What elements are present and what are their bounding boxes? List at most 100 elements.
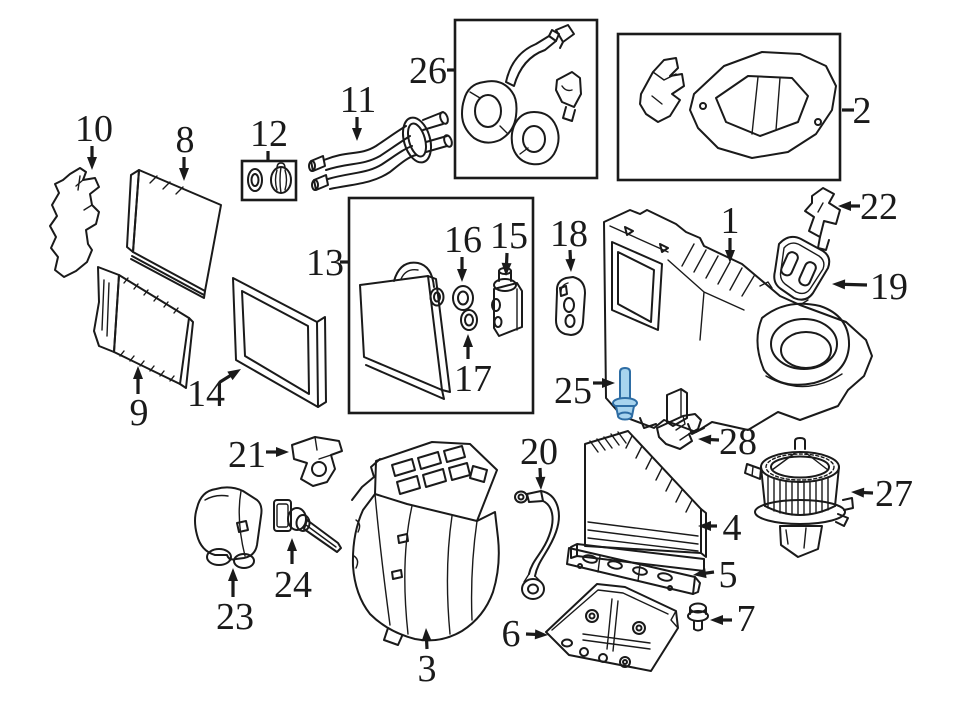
callout-7: 7 — [710, 598, 756, 640]
callout-9-arrowhead — [133, 366, 143, 379]
callout-14-arrowhead — [227, 369, 241, 381]
callout-1-arrowhead — [725, 250, 735, 263]
callout-20-arrowhead — [535, 476, 546, 490]
part-22-clip — [804, 187, 841, 251]
callout-2-label: 2 — [853, 90, 872, 132]
callout-15-arrowhead — [501, 262, 512, 276]
callout-8-arrowhead — [179, 168, 189, 181]
callout-27-arrowhead — [851, 487, 865, 498]
callout-28-arrowhead — [698, 434, 712, 445]
callout-21-label: 21 — [228, 434, 266, 476]
part-5-support-rail — [566, 547, 701, 595]
callout-16-arrowhead — [457, 269, 467, 282]
part-17-o-ring — [460, 309, 478, 331]
callout-10-arrowhead — [87, 157, 97, 170]
part-8-heater-core — [126, 169, 222, 299]
part-11-hose-assembly — [308, 111, 453, 191]
callout-5-arrowhead — [693, 568, 707, 579]
part-14-frame — [232, 277, 327, 408]
callout-10: 10 — [75, 108, 113, 170]
part-1-hvac-housing — [603, 209, 873, 435]
part-6-mounting-tray — [545, 583, 679, 672]
callout-12: 12 — [250, 113, 288, 161]
callout-19-leader — [841, 282, 868, 287]
callout-3: 3 — [418, 628, 437, 690]
callout-3-label: 3 — [418, 648, 437, 690]
callout-16: 16 — [444, 219, 482, 282]
callout-20: 20 — [520, 431, 558, 490]
callout-24-arrowhead — [287, 538, 297, 551]
callout-18-label: 18 — [550, 213, 588, 255]
callout-8: 8 — [176, 119, 195, 181]
callout-15-label: 15 — [490, 215, 528, 257]
callout-23: 23 — [216, 568, 254, 638]
callout-4-arrowhead — [698, 521, 711, 531]
callout-24-label: 24 — [274, 564, 312, 606]
callout-6: 6 — [502, 613, 548, 655]
callout-19: 19 — [832, 266, 908, 308]
callout-27-label: 27 — [875, 473, 913, 515]
part-23-actuator — [194, 486, 263, 569]
callout-25-label: 25 — [554, 370, 592, 412]
callout-18: 18 — [550, 213, 588, 272]
part-20-drain-hose — [514, 490, 560, 600]
part-2-cover-kit — [616, 32, 842, 182]
callout-2: 2 — [842, 90, 872, 132]
callout-27: 27 — [851, 473, 913, 515]
callout-26-label: 26 — [409, 50, 447, 92]
part-19-gasket — [773, 235, 831, 301]
callout-13-label: 13 — [306, 242, 344, 284]
callout-21: 21 — [228, 434, 289, 476]
evaporator-core — [359, 261, 451, 400]
part-28-retainer — [656, 388, 702, 450]
part-3-distribution-housing — [351, 441, 500, 646]
callout-5: 5 — [693, 554, 738, 596]
callout-9-label: 9 — [130, 392, 149, 434]
callout-28-label: 28 — [719, 421, 757, 463]
callout-3-arrowhead — [421, 628, 432, 642]
part-4-cabin-filter — [570, 430, 707, 572]
part-7-screw — [687, 602, 709, 632]
callout-22-label: 22 — [860, 186, 898, 228]
callout-5-label: 5 — [719, 554, 738, 596]
part-12-seal-kit — [240, 159, 298, 202]
callout-18-arrowhead — [565, 258, 576, 272]
callout-17: 17 — [454, 334, 492, 400]
part-9-core — [93, 266, 194, 389]
callout-21-arrowhead — [276, 447, 289, 457]
callout-28: 28 — [698, 421, 757, 463]
part-13-evaporator-kit — [347, 196, 535, 415]
callout-24: 24 — [274, 538, 312, 606]
callout-11: 11 — [340, 79, 377, 141]
callout-4: 4 — [698, 507, 742, 549]
callout-13: 13 — [306, 242, 350, 284]
callout-16-label: 16 — [444, 219, 482, 261]
callout-11-arrowhead — [352, 128, 362, 141]
callout-14: 14 — [187, 369, 241, 415]
part-18-grommet — [555, 276, 586, 336]
callout-4-label: 4 — [723, 507, 742, 549]
part-21-bracket — [291, 436, 343, 487]
callout-17-label: 17 — [454, 358, 492, 400]
callout-14-label: 14 — [187, 373, 225, 415]
callout-22: 22 — [838, 186, 898, 228]
part-26-actuator-kit — [453, 18, 599, 180]
callout-6-arrowhead — [534, 629, 548, 640]
part-24-probe — [273, 499, 342, 553]
callout-19-arrowhead — [832, 279, 846, 290]
callout-10-label: 10 — [75, 108, 113, 150]
callout-22-arrowhead — [838, 201, 851, 211]
callout-8-label: 8 — [176, 119, 195, 161]
part-15-expansion-valve — [491, 267, 523, 337]
callout-7-label: 7 — [737, 598, 756, 640]
callout-26: 26 — [409, 50, 456, 92]
callout-23-label: 23 — [216, 596, 254, 638]
callout-7-arrowhead — [710, 615, 723, 625]
callout-1-label: 1 — [721, 200, 740, 242]
callout-20-label: 20 — [520, 431, 558, 473]
callout-23-arrowhead — [228, 568, 238, 581]
part-16-o-ring — [452, 285, 474, 311]
callout-12-label: 12 — [250, 113, 288, 155]
callout-25-arrowhead — [602, 378, 615, 388]
callout-11-label: 11 — [340, 79, 377, 121]
